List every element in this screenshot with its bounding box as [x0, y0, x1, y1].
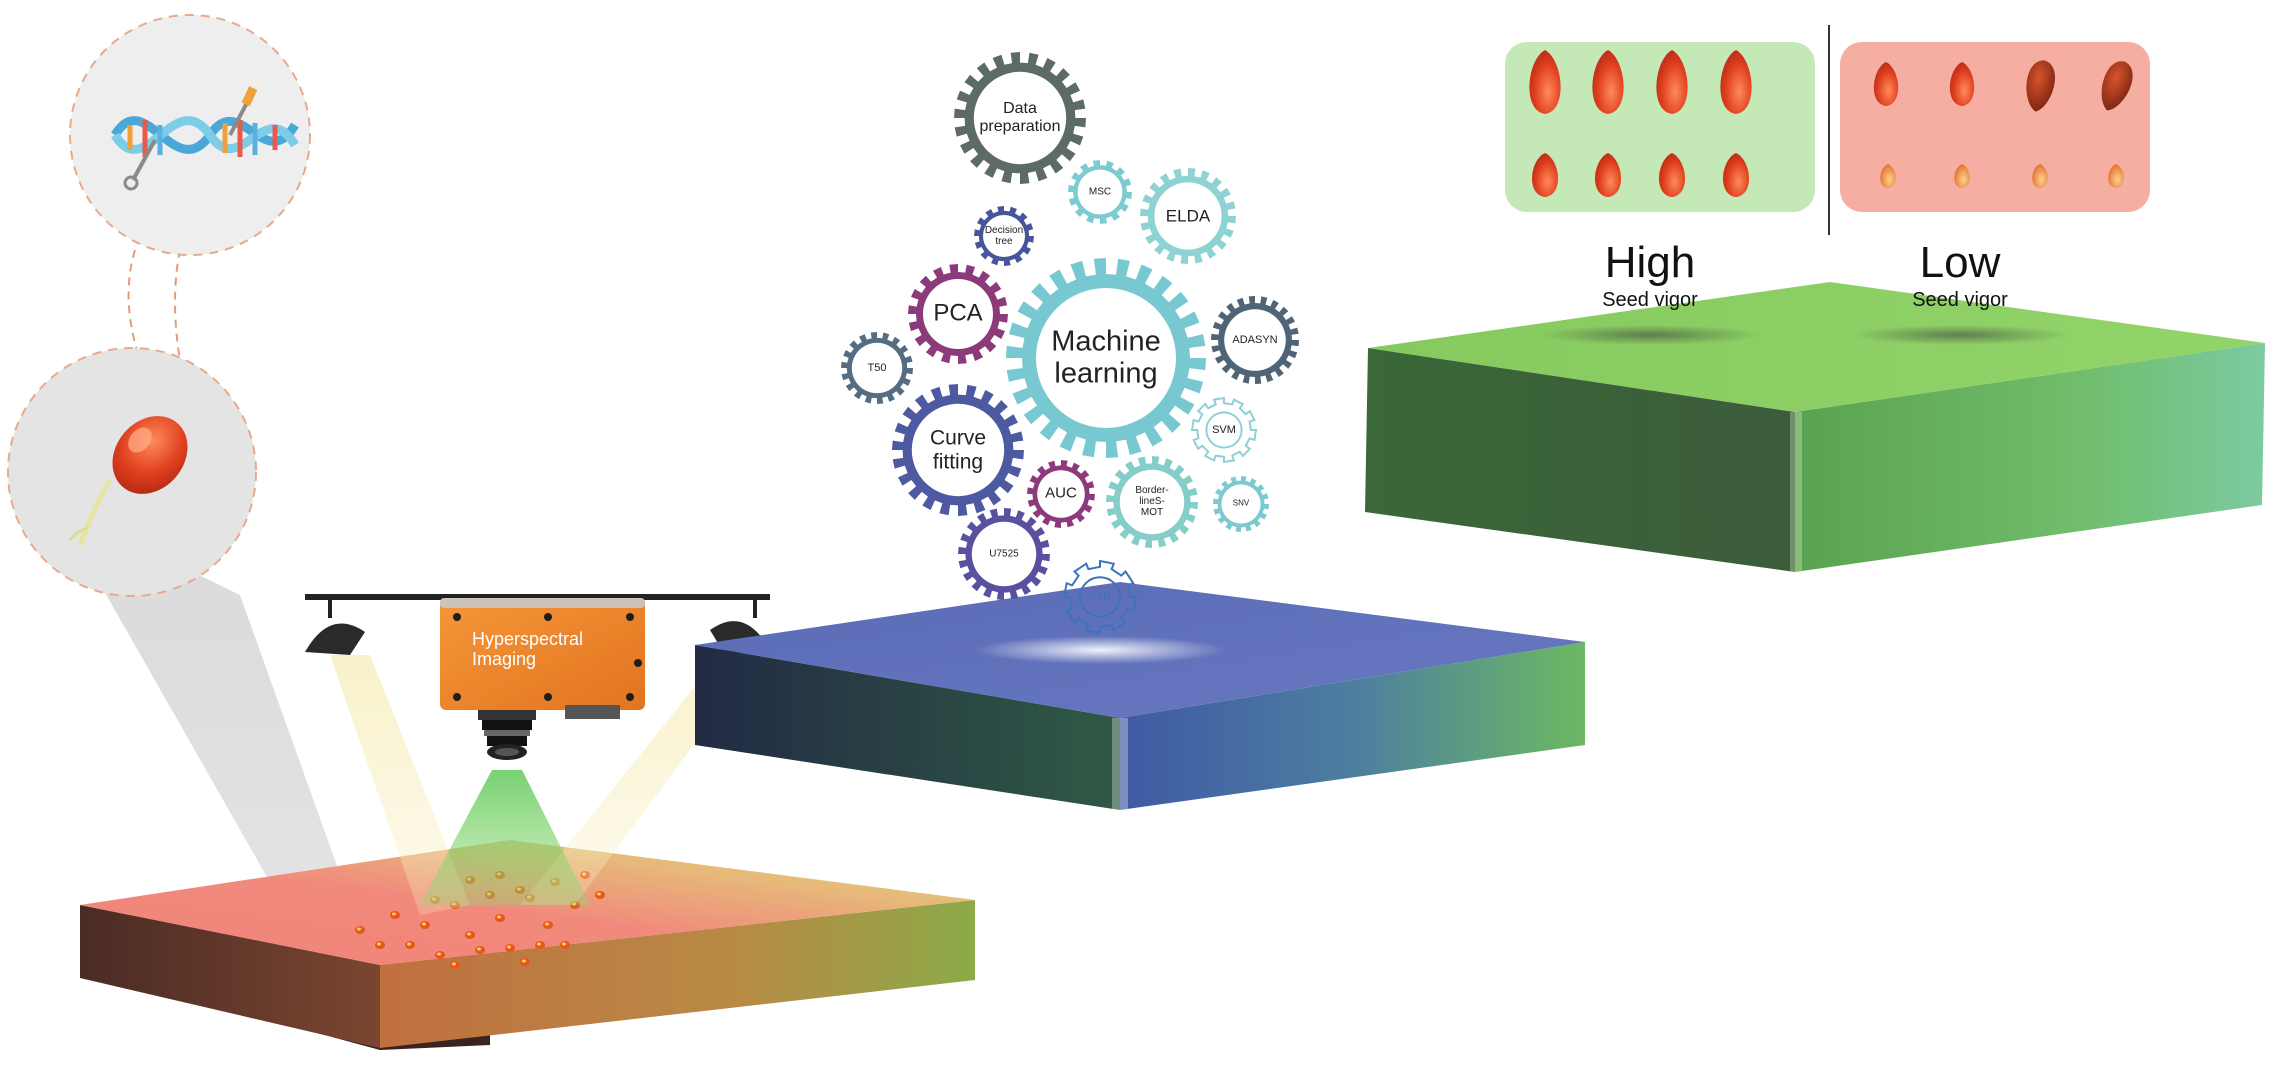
gear-u7525 — [958, 508, 1050, 600]
gear-label-curve-fitting: Curve fitting — [929, 426, 987, 473]
gear-label-elda: ELDA — [1165, 206, 1211, 226]
gear-curve-fitting — [892, 384, 1024, 516]
seed-medium — [1595, 153, 1621, 197]
seed-small — [1949, 62, 1975, 106]
scattered-seed-highlight — [422, 922, 426, 926]
scattered-seed-highlight — [437, 952, 441, 956]
scattered-seed-highlight — [537, 942, 541, 946]
scattered-seed-highlight — [597, 892, 601, 896]
gear-label-msc: MSC — [1088, 186, 1112, 198]
low-vigor-panel — [1840, 42, 2150, 212]
seed-tiny — [2032, 164, 2048, 188]
seed-large — [1592, 50, 1624, 114]
dna-editing-icon — [111, 86, 299, 191]
gear-svm — [1190, 396, 1258, 464]
gear-label-u7525: U7525 — [989, 548, 1019, 560]
high-vigor-subtitle: Seed vigor — [1602, 289, 1698, 311]
left-light-beam — [330, 655, 470, 915]
gear-label-snv: SNV — [1232, 498, 1250, 508]
seed-large — [1529, 50, 1561, 114]
seed-medium — [1723, 153, 1749, 197]
scattered-seed-highlight — [545, 922, 549, 926]
gear-label-decision-tree: Decision tree — [984, 224, 1024, 247]
method-gears — [841, 52, 1299, 635]
gear-label-data-preparation: Data preparation — [979, 100, 1061, 135]
seed-tiny — [1880, 164, 1896, 188]
gear-label-auc: AUC — [1045, 484, 1077, 502]
low-vigor-seeds — [1873, 60, 2133, 188]
scattered-seed-highlight — [452, 962, 456, 966]
scattered-seed-highlight — [377, 942, 381, 946]
camera-rig — [305, 594, 770, 760]
gear-adasyn — [1211, 296, 1299, 384]
gear-label-svm: SVM — [1212, 423, 1236, 436]
seed-large — [1720, 50, 1752, 114]
scattered-seed-highlight — [407, 942, 411, 946]
scattered-seed-highlight — [392, 912, 396, 916]
hyperspectral-beam — [420, 770, 590, 905]
high-vigor-title: High — [1604, 238, 1696, 287]
gear-decision-tree — [974, 206, 1034, 266]
gear-label-machine-learning: Machine learning — [1051, 325, 1161, 390]
gear-machine-learning — [1006, 258, 1206, 458]
gear-data-preparation — [954, 52, 1086, 184]
scattered-seed-highlight — [562, 942, 566, 946]
seed-tiny — [1954, 164, 1970, 188]
gear-label-borderline-smote: Border- lineS- MOT — [1135, 485, 1169, 519]
hyperspectral-camera — [440, 598, 645, 710]
gear-borderline-smote — [1106, 456, 1198, 548]
gear-elda — [1140, 168, 1236, 264]
gear-label-t50: T50 — [867, 361, 887, 374]
scattered-seed-highlight — [357, 927, 361, 931]
gear-label-car: CAR — [1089, 591, 1111, 603]
seed-shriveled — [2101, 61, 2133, 111]
high-vigor-seeds — [1529, 50, 1752, 197]
gear-snv — [1213, 476, 1269, 532]
gear-pca — [908, 264, 1008, 364]
seed-small — [1873, 62, 1899, 106]
seed-tiny — [2108, 164, 2124, 188]
seed-large — [1656, 50, 1688, 114]
dna-bubble — [69, 14, 311, 256]
gear-car — [1062, 559, 1138, 635]
scattered-seed-highlight — [497, 915, 501, 919]
seed-medium — [1659, 153, 1685, 197]
seed-medium — [1532, 153, 1558, 197]
scattered-seed-highlight — [477, 947, 481, 951]
left-lamp — [305, 623, 365, 655]
germinating-seed-icon — [68, 416, 188, 546]
scattered-seed-highlight — [467, 932, 471, 936]
scattered-seed-highlight — [522, 959, 526, 963]
zoom-beam — [55, 505, 360, 935]
gear-auc — [1027, 460, 1095, 528]
seed-shriveled — [2026, 60, 2055, 112]
result-platform — [1365, 282, 2265, 572]
analysis-platform — [695, 582, 1585, 812]
gear-label-pca: PCA — [933, 299, 983, 327]
gear-label-adasyn: ADASYN — [1232, 333, 1278, 346]
gear-t50 — [841, 332, 913, 404]
low-vigor-title: Low — [1919, 238, 2001, 287]
low-vigor-subtitle: Seed vigor — [1912, 289, 2008, 311]
scattered-seed-highlight — [507, 945, 511, 949]
camera-label: Hyperspectral Imaging — [472, 629, 584, 669]
gear-msc — [1068, 160, 1132, 224]
